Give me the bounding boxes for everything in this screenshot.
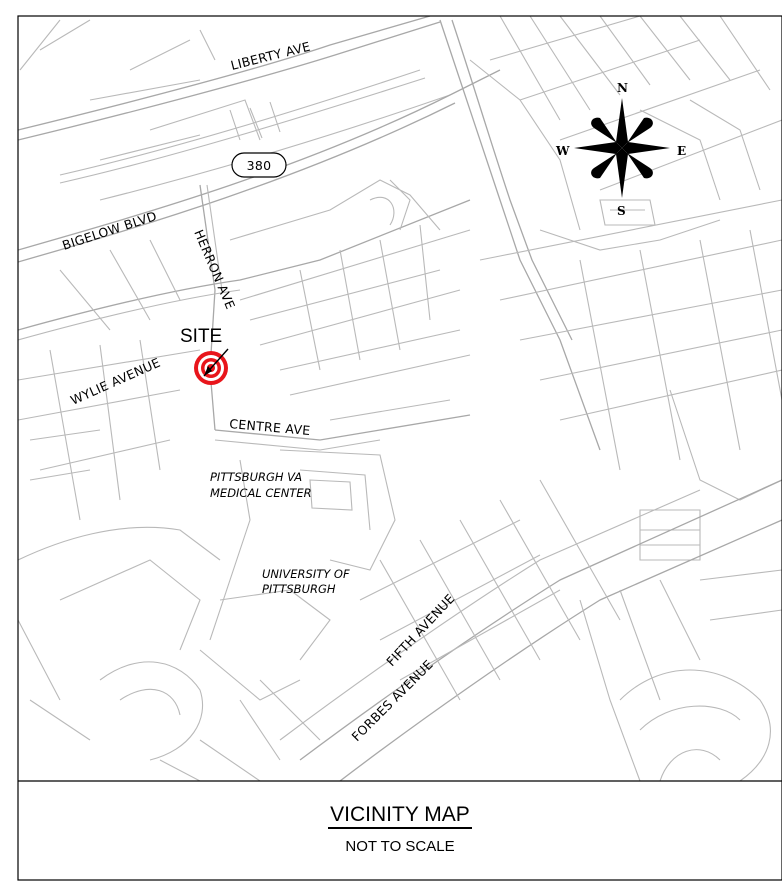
map-title: VICINITY MAP bbox=[18, 803, 782, 829]
map-scale-note: NOT TO SCALE bbox=[345, 838, 455, 855]
label-forbes-avenue: FORBES AVENUE bbox=[349, 657, 436, 744]
label-centre-ave: CENTRE AVE bbox=[229, 416, 311, 438]
label-site: SITE bbox=[180, 326, 222, 347]
label-fifth-avenue: FIFTH AVENUE bbox=[383, 591, 457, 669]
label-va-line1: PITTSBURGH VA bbox=[210, 470, 302, 484]
label-pitt-line1: UNIVERSITY OF bbox=[262, 567, 350, 581]
compass-rose-icon bbox=[574, 98, 670, 198]
compass-south-label: S bbox=[617, 204, 626, 218]
title-block: VICINITY MAP NOT TO SCALE bbox=[18, 781, 782, 881]
label-bigelow-blvd: BIGELOW BLVD bbox=[60, 208, 158, 253]
label-route-380: 380 bbox=[247, 158, 272, 173]
compass-west-label: W bbox=[555, 144, 570, 158]
route-380-shield: 380 bbox=[231, 152, 287, 178]
map-frame bbox=[17, 15, 782, 881]
compass-east-label: E bbox=[677, 144, 686, 158]
label-va-line2: MEDICAL CENTER bbox=[210, 486, 312, 500]
map-title-text: VICINITY MAP bbox=[328, 803, 472, 829]
compass-north-label: N bbox=[617, 81, 628, 95]
label-pitt-line2: PITTSBURGH bbox=[262, 582, 336, 596]
label-wylie-avenue: WYLIE AVENUE bbox=[68, 355, 162, 408]
site-marker bbox=[194, 348, 229, 385]
label-liberty-ave: LIBERTY AVE bbox=[229, 39, 312, 73]
street-network bbox=[18, 16, 782, 781]
